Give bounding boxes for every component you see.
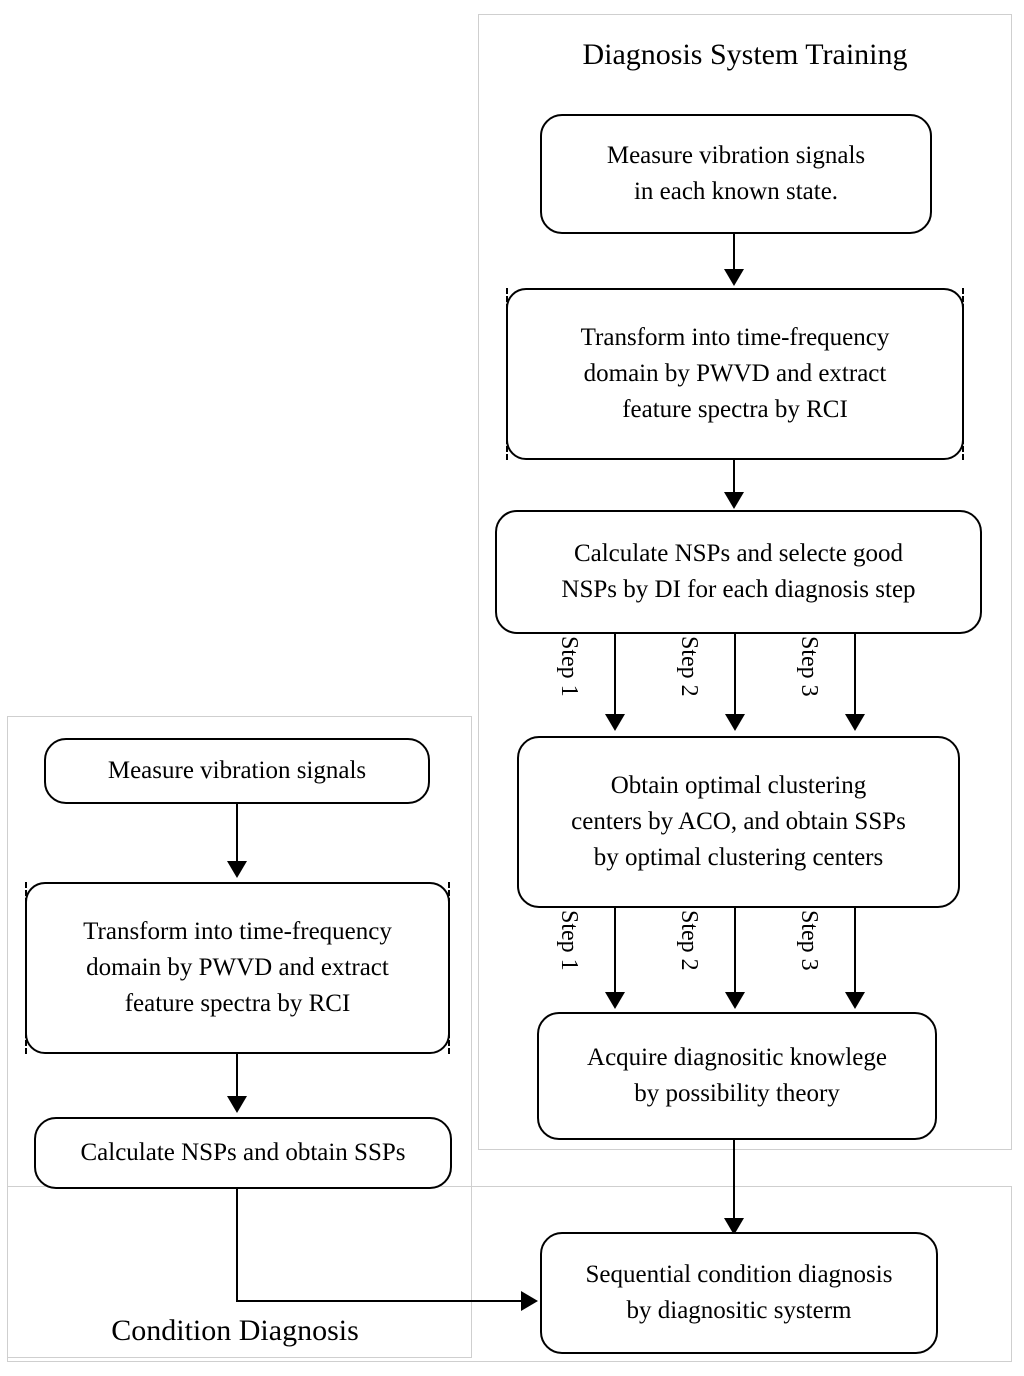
- node-calculate-nsps-text: Calculate NSPs and selecte good NSPs by …: [561, 540, 916, 603]
- arrowhead-measure-to-transform-diagnosis: [227, 861, 247, 878]
- step-label-upper-2: Step 2: [676, 636, 702, 697]
- arrowhead-transform-to-calculate-diagnosis: [227, 1096, 247, 1113]
- step-label-upper-1: Step 1: [556, 636, 582, 697]
- arrowhead-elbow-to-sequential: [521, 1291, 538, 1311]
- node-transform-pwvd-diagnosis: Transform into time-frequency domain by …: [24, 881, 451, 1055]
- node-acquire-knowledge: Acquire diagnositic knowlege by possibil…: [537, 1012, 937, 1140]
- panel-condition-diagnosis: [7, 716, 472, 1358]
- node-acquire-knowledge-text: Acquire diagnositic knowlege by possibil…: [587, 1044, 887, 1107]
- arrowhead-measure-to-transform: [724, 269, 744, 286]
- arrowhead-step3-upper: [845, 714, 865, 731]
- node-transform-pwvd-training: Transform into time-frequency domain by …: [505, 287, 965, 461]
- connector-transform-to-calculate-diagnosis: [236, 1054, 239, 1102]
- node-transform-pwvd-training-text: Transform into time-frequency domain by …: [580, 324, 890, 423]
- node-calculate-obtain-ssps-text: Calculate NSPs and obtain SSPs: [80, 1139, 406, 1166]
- connector-measure-to-transform-diagnosis: [236, 804, 239, 864]
- arrowhead-step1-lower: [605, 992, 625, 1009]
- connector-step2-lower: [734, 908, 737, 996]
- connector-step3-upper: [854, 634, 857, 718]
- node-sequential-condition-diagnosis-text: Sequential condition diagnosis by diagno…: [585, 1261, 893, 1324]
- arrowhead-step2-lower: [725, 992, 745, 1009]
- node-measure-vibration-signals: Measure vibration signals: [44, 738, 430, 804]
- node-measure-known-state: Measure vibration signals in each known …: [540, 114, 932, 234]
- arrowhead-transform-to-calculate: [724, 492, 744, 509]
- node-measure-known-state-text: Measure vibration signals in each known …: [606, 142, 866, 205]
- connector-step2-upper: [734, 634, 737, 718]
- panel-diagnosis-system-training: [478, 14, 1012, 1150]
- arrowhead-acquire-to-sequential: [724, 1218, 744, 1235]
- node-calculate-nsps: Calculate NSPs and selecte good NSPs by …: [495, 510, 982, 634]
- node-sequential-condition-diagnosis: Sequential condition diagnosis by diagno…: [540, 1232, 938, 1354]
- connector-step1-lower: [614, 908, 617, 996]
- node-obtain-clustering-centers-text: Obtain optimal clustering centers by ACO…: [571, 772, 906, 871]
- step-label-lower-1: Step 1: [556, 910, 582, 971]
- training-panel-caption: Diagnosis System Training: [582, 38, 908, 71]
- connector-step1-upper: [614, 634, 617, 718]
- step-label-lower-2: Step 2: [676, 910, 702, 971]
- connector-elbow-horizontal: [236, 1300, 528, 1303]
- arrowhead-step3-lower: [845, 992, 865, 1009]
- node-calculate-obtain-ssps: Calculate NSPs and obtain SSPs: [34, 1117, 452, 1189]
- connector-measure-to-transform: [733, 234, 736, 276]
- node-transform-pwvd-diagnosis-text: Transform into time-frequency domain by …: [83, 918, 392, 1017]
- node-measure-vibration-signals-text: Measure vibration signals: [107, 757, 367, 784]
- connector-acquire-to-sequential: [733, 1140, 736, 1222]
- connector-step3-lower: [854, 908, 857, 996]
- diagnosis-panel-caption: Condition Diagnosis: [111, 1314, 359, 1347]
- arrowhead-step1-upper: [605, 714, 625, 731]
- step-label-upper-3: Step 3: [796, 636, 822, 697]
- step-label-lower-3: Step 3: [796, 910, 822, 971]
- arrowhead-step2-upper: [725, 714, 745, 731]
- connector-transform-to-calculate: [733, 460, 736, 504]
- node-obtain-clustering-centers: Obtain optimal clustering centers by ACO…: [517, 736, 960, 908]
- connector-elbow-vertical: [236, 1189, 239, 1302]
